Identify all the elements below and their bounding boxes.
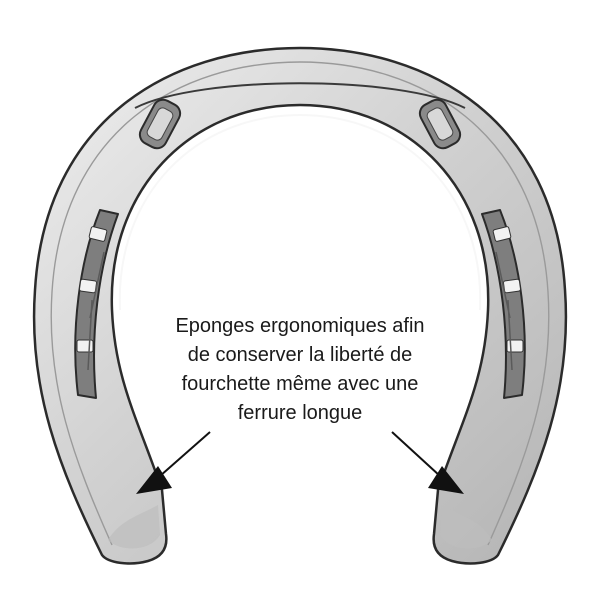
nail-groove-right: [481, 209, 526, 399]
toe-slot-left: [138, 98, 182, 150]
pointer-line-right: [391, 431, 441, 477]
left-sponge-shade: [108, 505, 160, 549]
toe-slot-right: [418, 98, 462, 150]
nail-groove-left: [74, 209, 119, 399]
pointer-line-left: [159, 431, 211, 477]
arrow-pointer-right: [428, 466, 464, 494]
outer-bevel-line: [299, 61, 550, 546]
horseshoe-body: [32, 46, 568, 565]
outer-bevel-line-left: [50, 61, 301, 546]
caption-text: Eponges ergonomiques afin de conserver l…: [175, 315, 425, 424]
right-sponge-shade: [440, 505, 492, 549]
inner-edge-highlight: [118, 113, 482, 311]
arrow-pointer-left: [136, 466, 172, 494]
toe-groove: [134, 82, 466, 109]
